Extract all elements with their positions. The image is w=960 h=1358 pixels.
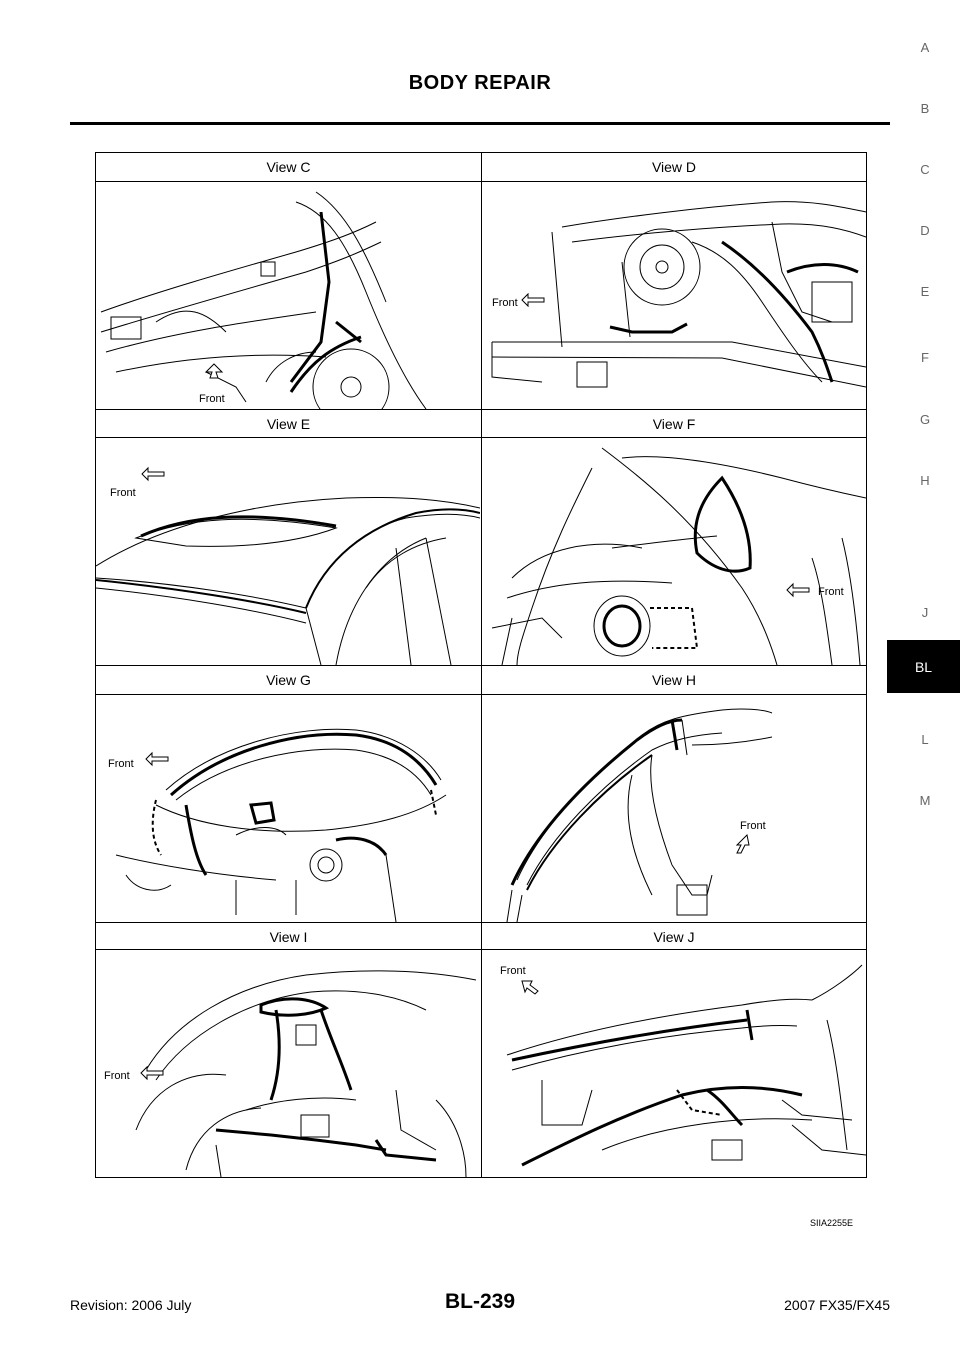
view-j-label: View J: [653, 929, 695, 945]
page-number: BL-239: [444, 1290, 516, 1313]
row-divider: [96, 665, 866, 666]
side-index-a[interactable]: A: [920, 40, 930, 55]
front-label: Front: [108, 758, 134, 770]
view-f-illustration: Front: [482, 438, 866, 665]
front-label: Front: [199, 393, 225, 405]
side-index-b[interactable]: B: [920, 101, 930, 116]
side-index-g[interactable]: G: [919, 412, 931, 427]
side-index-j[interactable]: J: [921, 605, 929, 620]
page-title: BODY REPAIR: [408, 72, 552, 94]
view-d-label: View D: [651, 159, 697, 175]
front-label: Front: [492, 297, 518, 309]
side-index-f[interactable]: F: [921, 350, 929, 365]
front-label: Front: [110, 487, 136, 499]
row-divider: [96, 694, 866, 695]
footer-revision: Revision: 2006 July: [70, 1297, 192, 1313]
front-label: Front: [818, 586, 844, 598]
row-divider: [96, 437, 866, 438]
side-index-h[interactable]: H: [920, 473, 930, 488]
row-divider: [96, 409, 866, 410]
view-c-label: View C: [266, 159, 311, 175]
side-index-active-tab[interactable]: BL: [887, 640, 960, 693]
view-i-label: View I: [269, 929, 308, 945]
front-label: Front: [740, 820, 766, 832]
front-label: Front: [104, 1070, 130, 1082]
front-label: Front: [500, 965, 526, 977]
side-index-e[interactable]: E: [920, 284, 930, 299]
title-rule: [70, 122, 890, 125]
view-h-illustration: Front: [482, 695, 866, 922]
row-divider: [96, 181, 866, 182]
view-i-illustration: Front: [96, 950, 480, 1177]
view-d-illustration: Front: [482, 182, 866, 409]
view-g-label: View G: [266, 672, 311, 688]
row-divider: [96, 922, 866, 923]
view-j-illustration: Front: [482, 950, 866, 1177]
view-h-label: View H: [651, 672, 697, 688]
side-index-m[interactable]: M: [919, 793, 931, 808]
view-c-illustration: Front: [96, 182, 480, 409]
view-g-illustration: Front: [96, 695, 480, 922]
side-index-d[interactable]: D: [920, 223, 930, 238]
figure-code: SIIA2255E: [810, 1218, 854, 1228]
row-divider: [96, 949, 866, 950]
view-e-illustration: Front: [96, 438, 480, 665]
view-f-label: View F: [652, 416, 696, 432]
figure-table: View C View D Front: [95, 152, 867, 1178]
footer-model: 2007 FX35/FX45: [784, 1297, 890, 1313]
side-index-c[interactable]: C: [920, 162, 930, 177]
side-index-l[interactable]: L: [921, 732, 929, 747]
view-e-label: View E: [266, 416, 311, 432]
